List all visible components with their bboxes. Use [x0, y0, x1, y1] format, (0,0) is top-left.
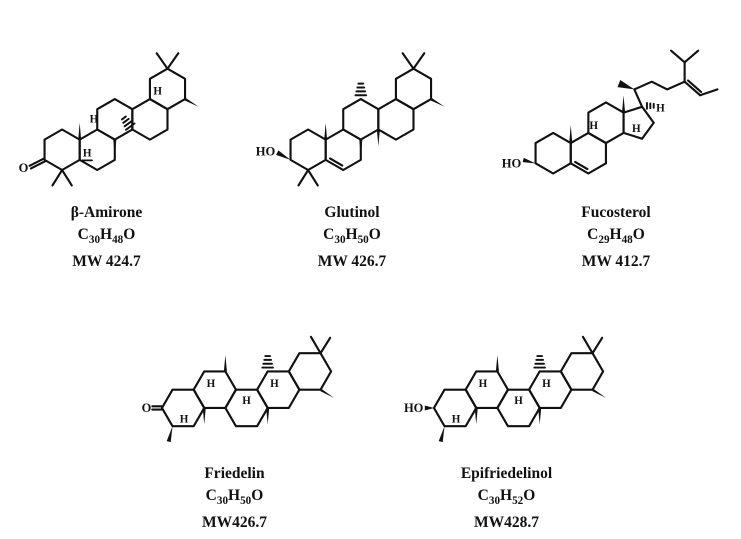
atom-labels: HO H H H H [403, 377, 550, 425]
hydroxyl-label: HO [403, 400, 423, 414]
hydrogen-label: H [270, 377, 279, 389]
atom-labels: HO H H H [502, 103, 665, 171]
structure-area: HO [250, 2, 455, 200]
methyl-wedges [522, 80, 635, 164]
compound-formula: C29H48O [587, 226, 645, 247]
compound-caption: Friedelin C30H50O MW426.7 [202, 463, 267, 534]
oxygen-label: O [19, 160, 29, 174]
compound-name: Glutinol [324, 204, 380, 221]
structure-area: HO H H H [495, 2, 737, 200]
compound-caption: β-Amirone C30H48O MW 424.7 [71, 202, 143, 273]
skeleton-bonds [150, 335, 332, 427]
top-row: O H H H β-Amirone C30H48O MW 424.7 [4, 2, 737, 273]
hydrogen-label: H [451, 413, 460, 425]
hydrogen-label: H [206, 377, 215, 389]
atom-labels: O H H H H [141, 377, 278, 425]
compound-card-friedelin: O H H H H Friedelin C30H50O MW426.7 [131, 277, 339, 534]
compound-formula: C30H50O [323, 226, 381, 247]
compound-card-glutinol: HO Glutinol C30H50O MW 426.7 [250, 2, 455, 273]
hydrogen-label: H [83, 147, 92, 159]
hydrogen-label: H [478, 377, 487, 389]
compound-name: Friedelin [204, 465, 265, 483]
hydrogen-label: H [153, 85, 162, 97]
compound-formula: C30H52O [477, 487, 536, 508]
skeleton-bonds [288, 51, 432, 187]
compound-mw: MW426.7 [201, 514, 267, 532]
hydrogen-label: H [589, 120, 598, 132]
methyl-wedges [275, 97, 445, 160]
hydrogen-label: H [632, 123, 641, 135]
compound-card-epifriedelinol: HO H H H H Epifriedelinol C30H52O MW428.… [403, 277, 611, 534]
epifriedelinol-structure: HO H H H H [403, 335, 606, 442]
compound-caption: Glutinol C30H50O MW 426.7 [318, 202, 387, 273]
hydrogen-label: H [656, 103, 665, 115]
oxygen-label: O [141, 400, 151, 414]
compound-formula: C30H50O [205, 487, 264, 508]
compound-mw: MW 412.7 [581, 253, 651, 271]
compound-name: β-Amirone [70, 204, 143, 221]
glutinol-structure: HO [255, 51, 445, 187]
compound-name: Epifriedelinol [460, 465, 553, 483]
compound-name: Fucosterol [581, 204, 651, 221]
hashed-methyl [532, 354, 546, 369]
compound-formula: C30H48O [77, 226, 136, 247]
beta-amirone-structure: O H H H [19, 51, 199, 187]
structure-area: O H H H [4, 2, 209, 200]
compound-caption: Fucosterol C29H48O MW 412.7 [581, 202, 650, 273]
hydroxyl-label: HO [502, 157, 522, 171]
hydrogen-label: H [514, 395, 523, 407]
compound-mw: MW428.7 [473, 514, 539, 532]
hydrogen-label: H [542, 377, 551, 389]
compound-mw: MW 426.7 [317, 253, 387, 271]
hydrogen-label: H [90, 113, 99, 125]
compound-caption: Epifriedelinol C30H52O MW428.7 [461, 463, 552, 534]
fucosterol-structure: HO H H H [502, 49, 719, 175]
atom-labels: O H H H [19, 85, 163, 174]
hashed-methyl [120, 115, 136, 131]
skeleton-bonds [534, 49, 719, 175]
skeleton-bonds [432, 335, 604, 427]
hashed-methyl [260, 354, 274, 369]
hashed-methyl [354, 82, 367, 96]
hydrogen-label: H [242, 395, 251, 407]
compound-card-fucosterol: HO H H H Fucosterol C29H48O MW 412.7 [495, 2, 737, 273]
atom-labels: HO [255, 144, 275, 158]
hydrogen-label: H [179, 413, 188, 425]
hydroxyl-label: HO [255, 144, 275, 158]
bottom-row: O H H H H Friedelin C30H50O MW426.7 [4, 277, 737, 534]
compound-card-beta-amirone: O H H H β-Amirone C30H48O MW 424.7 [4, 2, 209, 273]
hashed-hydrogen [645, 101, 655, 110]
friedelin-structure: O H H H H [141, 335, 334, 442]
compound-mw: MW 424.7 [72, 253, 141, 271]
structure-area: HO H H H H [403, 277, 611, 461]
structure-area: O H H H H [131, 277, 339, 461]
skeleton-bonds [28, 51, 187, 187]
